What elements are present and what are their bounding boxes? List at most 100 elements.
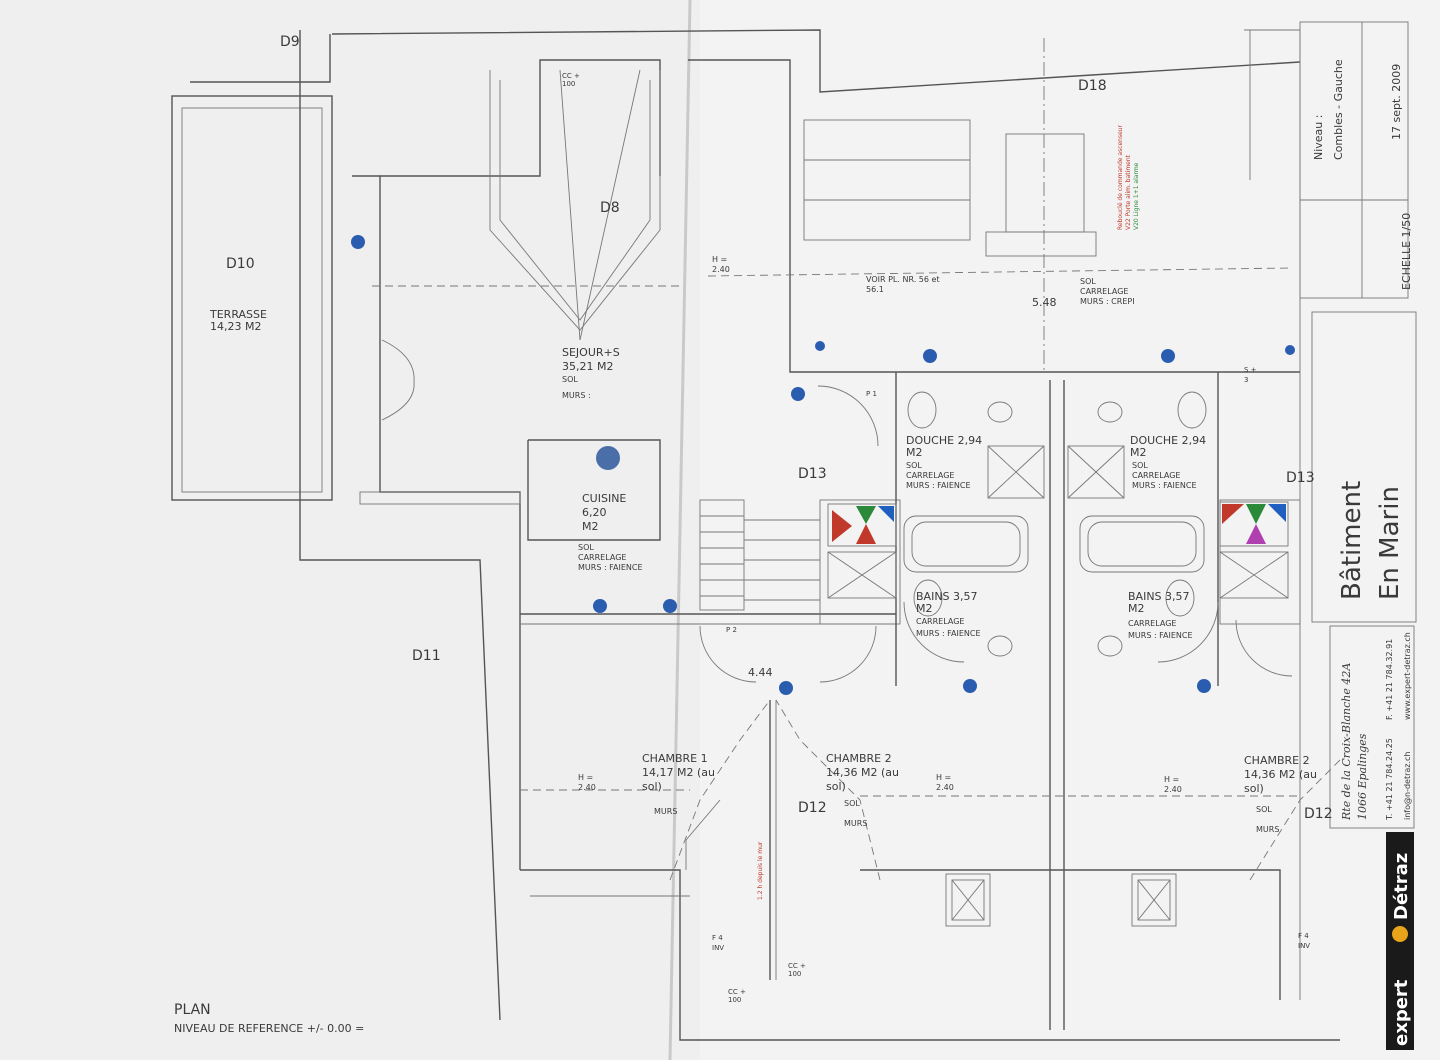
p2-tag: P 2 bbox=[726, 626, 737, 634]
zone-d8: D8 bbox=[600, 200, 620, 216]
cuisine-murs: MURS : FAIENCE bbox=[578, 563, 643, 572]
height-hall: 2.40 bbox=[712, 265, 730, 274]
chambre2-area2: sol) bbox=[826, 780, 846, 793]
douche-right-name: DOUCHE 2,94 bbox=[1130, 434, 1206, 447]
s3-tag-value: 3 bbox=[1244, 376, 1248, 384]
ceiling-light-icon bbox=[596, 446, 620, 470]
p1-tag: P 1 bbox=[866, 390, 877, 398]
shower-tray-left bbox=[987, 445, 1045, 499]
bains-right-name: BAINS 3,57 bbox=[1128, 590, 1190, 603]
level-hall: 5.48 bbox=[1032, 296, 1057, 309]
douche-right-sol: SOL bbox=[1132, 461, 1148, 470]
zone-d13-right: D13 bbox=[1286, 470, 1315, 486]
chambre1-murs: MURS bbox=[654, 807, 677, 816]
hall-sol: SOL bbox=[1080, 277, 1096, 286]
electrical-panel-right bbox=[1219, 501, 1289, 599]
douche-right-sol-value: CARRELAGE bbox=[1132, 471, 1180, 480]
height-h-3: H = bbox=[936, 773, 951, 782]
ceiling-light-icon bbox=[351, 235, 365, 249]
cuisine-name: CUISINE bbox=[582, 492, 626, 505]
douche-right-murs: MURS : FAIENCE bbox=[1132, 481, 1197, 490]
email: info@n-detraz.ch bbox=[1403, 752, 1412, 821]
height-chambre2-right: 2.40 bbox=[1164, 785, 1182, 794]
ceiling-light-icon bbox=[593, 599, 607, 613]
ceiling-light-icon bbox=[923, 349, 937, 363]
terrasse-name: TERRASSE bbox=[209, 308, 267, 321]
plan-subtitle: NIVEAU DE REFERENCE +/- 0.00 = bbox=[174, 1022, 364, 1035]
cc-tag: CC + bbox=[562, 72, 580, 80]
cuisine-area: 6,20 bbox=[582, 506, 607, 519]
bains-right-unit: M2 bbox=[1128, 602, 1145, 615]
height-markers: H = 2.40 H = 2.40 H = 2.40 H = 2.40 5.48… bbox=[578, 255, 1182, 794]
ceiling-light-icon bbox=[963, 679, 977, 693]
brand-star-icon bbox=[1392, 926, 1408, 942]
socket-icon bbox=[815, 341, 825, 351]
sejour-name: SEJOUR+S bbox=[562, 346, 620, 359]
zone-labels: D9 D10 D8 D11 D12 D13 D13 D18 D12 bbox=[226, 34, 1333, 822]
chambre2-name: CHAMBRE 2 bbox=[826, 752, 892, 765]
bathtub-left bbox=[903, 515, 1029, 573]
f4-tag: F 4 bbox=[712, 934, 723, 942]
bains-left-unit: M2 bbox=[916, 602, 933, 615]
level-corridor: 4.44 bbox=[748, 666, 773, 679]
terrasse-area: 14,23 M2 bbox=[210, 320, 261, 333]
chambre2-right-sol: SOL bbox=[1256, 805, 1272, 814]
door-swings bbox=[381, 339, 1293, 683]
hall-ref-2: 56.1 bbox=[866, 285, 884, 294]
chambre2-sol: SOL bbox=[844, 799, 860, 808]
brand-detraz: Détraz bbox=[1391, 853, 1412, 920]
inv-tag: INV bbox=[712, 944, 724, 952]
electrical-notes: Rebouclé de commande ascenseur V22 Porte… bbox=[757, 124, 1140, 900]
douche-left-sol: SOL bbox=[906, 461, 922, 470]
height-chambre2: 2.40 bbox=[936, 783, 954, 792]
ceiling-light-icon bbox=[1197, 679, 1211, 693]
chambre2-right-murs: MURS bbox=[1256, 825, 1279, 834]
socket-icon bbox=[1285, 345, 1295, 355]
plan-date: 17 sept. 2009 bbox=[1390, 64, 1403, 140]
address-line-1: Rte de la Croix-Blanche 42A bbox=[1340, 663, 1353, 821]
fax: F. +41 21 784.32.91 bbox=[1385, 639, 1394, 720]
niveau-label: Niveau : bbox=[1312, 115, 1325, 160]
building-name-2: En Marin bbox=[1375, 486, 1405, 600]
electrical-panel-left bbox=[827, 503, 897, 599]
bains-left-sol: CARRELAGE bbox=[916, 617, 964, 626]
zone-d12-right: D12 bbox=[1304, 806, 1333, 822]
cc-tag-3-value: 100 bbox=[788, 970, 801, 978]
chambre2-right-name: CHAMBRE 2 bbox=[1244, 754, 1310, 767]
green-note-3: V20 Ligne 1+1 alarme bbox=[1133, 162, 1140, 230]
cc-tag-2: CC + bbox=[728, 988, 746, 996]
cc-tag-value: 100 bbox=[562, 80, 575, 88]
height-chambre1: 2.40 bbox=[578, 783, 596, 792]
sejour-area: 35,21 M2 bbox=[562, 360, 613, 373]
sejour-murs: MURS : bbox=[562, 391, 591, 400]
height-h-2: H = bbox=[578, 773, 593, 782]
bains-left-name: BAINS 3,57 bbox=[916, 590, 978, 603]
height-h: H = bbox=[712, 255, 727, 264]
ceiling-light-icon bbox=[779, 681, 793, 695]
room-labels: TERRASSE 14,23 M2 SEJOUR+S 35,21 M2 SOL … bbox=[209, 275, 1317, 834]
chambre1-area: 14,17 M2 (au bbox=[642, 766, 715, 779]
cuisine-sol: SOL bbox=[578, 543, 594, 552]
chambre1-area2: sol) bbox=[642, 780, 662, 793]
tags: CC + 100 CC + 100 CC + 100 P 1 P 2 S + 3… bbox=[562, 72, 1310, 1004]
hall-murs: MURS : CREPI bbox=[1080, 297, 1135, 306]
walls bbox=[171, 29, 1340, 1041]
ceiling-lines bbox=[372, 38, 1341, 881]
zone-d9: D9 bbox=[280, 34, 300, 50]
douche-left-murs: MURS : FAIENCE bbox=[906, 481, 971, 490]
sejour-sol: SOL bbox=[562, 375, 578, 384]
stairs bbox=[699, 499, 820, 611]
ceiling-light-icon bbox=[1161, 349, 1175, 363]
title-block: Niveau : Combles - Gauche 17 sept. 2009 … bbox=[1299, 21, 1417, 1050]
skylight-right bbox=[1131, 873, 1177, 927]
hall-sol-value: CARRELAGE bbox=[1080, 287, 1128, 296]
plan-title-block: PLAN NIVEAU DE REFERENCE +/- 0.00 = bbox=[174, 1002, 364, 1035]
plan-scale: ECHELLE 1/50 bbox=[1400, 213, 1413, 290]
s3-tag: S + bbox=[1244, 366, 1257, 374]
plan-title: PLAN bbox=[174, 1002, 211, 1018]
building-name: Bâtiment bbox=[1337, 481, 1367, 600]
bains-right-murs: MURS : FAIENCE bbox=[1128, 631, 1193, 640]
chambre1-name: CHAMBRE 1 bbox=[642, 752, 708, 765]
cc-tag-2-value: 100 bbox=[728, 996, 741, 1004]
cuisine-unit: M2 bbox=[582, 520, 599, 533]
